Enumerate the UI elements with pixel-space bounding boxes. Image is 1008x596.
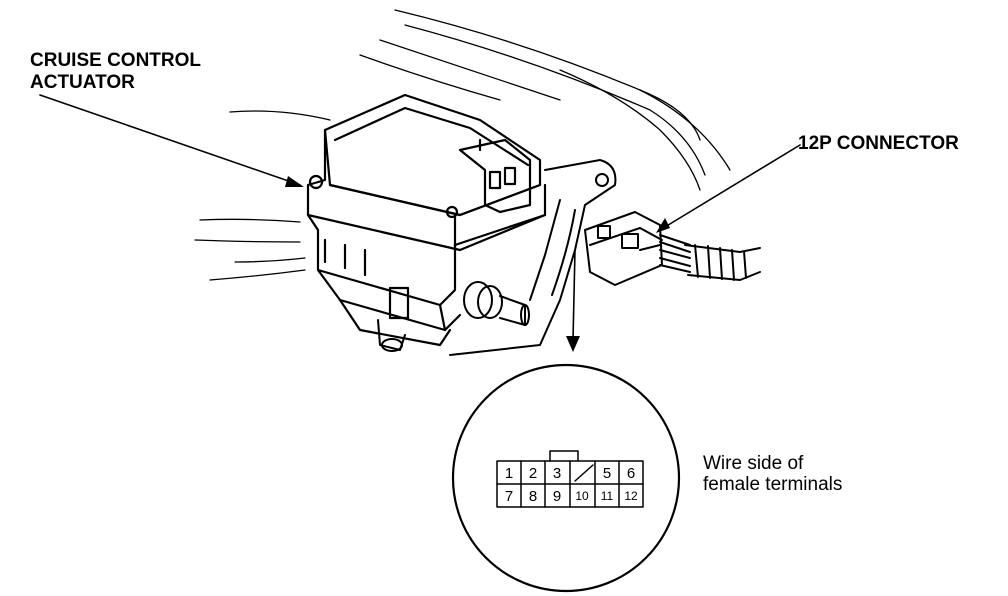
12p-connector-plug (584, 211, 761, 286)
mounting-bracket (449, 159, 617, 356)
actuator-housing (306, 93, 547, 347)
cruise-control-actuator-label: CRUISE CONTROL ACTUATOR (30, 50, 201, 94)
bottom-bolt (377, 319, 406, 352)
wire-side-line-1: Wire side of (703, 453, 804, 474)
pin-2: 2 (529, 465, 537, 482)
pin-6: 6 (627, 465, 635, 482)
body-panel-lines (194, 9, 731, 281)
callout-arrows (39, 94, 801, 341)
wire-side-label: Wire side of female terminals (703, 453, 842, 495)
pin-3: 3 (553, 465, 561, 482)
empty-cavity-slash (574, 464, 594, 482)
connector-leader-line (659, 144, 801, 231)
arrowheads (285, 176, 670, 352)
actuator-leader-line (39, 94, 301, 186)
actuator-label-line-2: ACTUATOR (30, 72, 135, 93)
pin-12: 12 (624, 489, 638, 503)
cable-pulley (463, 281, 530, 326)
pin-5: 5 (603, 465, 611, 482)
detail-arrowhead (566, 336, 580, 352)
pin-9: 9 (553, 488, 561, 505)
wire-side-line-2: female terminals (703, 474, 843, 495)
connector-face (496, 450, 644, 508)
pin-7: 7 (505, 488, 513, 505)
pointer-to-detail-line (572, 249, 576, 341)
connector-arrowhead (656, 218, 670, 233)
pin-10: 10 (575, 489, 589, 503)
12p-connector-label: 12P CONNECTOR (798, 133, 959, 154)
connector-pin-labels: 1 2 3 5 6 7 8 9 10 11 12 (505, 465, 638, 505)
actuator-arrowhead (285, 176, 304, 187)
detail-view-circle (451, 363, 681, 593)
actuator-label-line-1: CRUISE CONTROL (30, 50, 201, 71)
pin-8: 8 (529, 488, 537, 505)
pin-1: 1 (505, 465, 513, 482)
pin-11: 11 (601, 489, 614, 503)
